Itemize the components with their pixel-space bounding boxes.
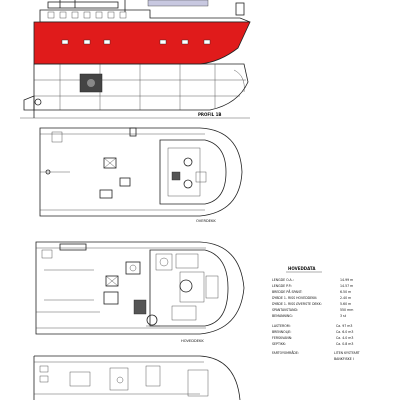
cap-label-hold: LASTEROM: xyxy=(272,324,291,328)
crane-boom xyxy=(147,0,209,7)
hull-lower xyxy=(33,63,249,111)
main-deck-label: HOVEDDEKK xyxy=(181,339,204,343)
superstructure xyxy=(39,9,251,23)
upper-deck-label: OVERDEKK xyxy=(196,219,216,223)
data-value-frame-spacing: 550 mm xyxy=(340,308,353,312)
footer-area-value-2: BANKFISKE I xyxy=(334,357,354,361)
data-label-lpp: LENGDE P.P.: xyxy=(272,284,292,288)
data-label-loa: LENGDE O.A.: xyxy=(272,278,294,282)
footer-area-value-1: LITEN KYSTFART xyxy=(334,351,360,355)
hatch xyxy=(103,157,117,169)
cap-value-fuel: Ca. 6.0 m3 xyxy=(336,330,353,334)
data-label-depth-top: DYBDE 1. RISS ØVERSTE DEKK: xyxy=(272,301,322,306)
cap-label-septic: SEPTIKK: xyxy=(272,342,286,346)
lower-deck-view xyxy=(33,355,241,400)
propeller xyxy=(34,98,42,106)
profile-view: PROFIL 1B xyxy=(20,0,251,119)
upper-deck-outline xyxy=(39,127,243,217)
cap-value-water: Ca. 4.0 m3 xyxy=(336,336,353,340)
data-value-depth-main: 2.40 m xyxy=(340,296,351,300)
profile-view-label: PROFIL 1B xyxy=(198,112,221,117)
data-label-breadth: BREDDE PÅ SPANT: xyxy=(272,289,302,294)
cap-label-fuel: BRENNOLJE: xyxy=(272,330,292,334)
data-label-crew: BEMANNING: xyxy=(272,314,293,318)
data-value-loa: 14.99 m xyxy=(340,278,353,282)
data-label-depth-main: DYBDE 1. RISS HOVEDDEKK: xyxy=(272,296,317,300)
accommodation xyxy=(149,249,229,327)
data-value-crew: 3 st xyxy=(340,314,347,318)
rudder xyxy=(23,95,35,111)
cap-value-septic: Ca. 0.8 m3 xyxy=(336,342,353,346)
data-value-depth-top: 5.60 m xyxy=(340,302,351,306)
winch xyxy=(133,299,147,315)
main-data-title: HOVEDDATA xyxy=(288,266,316,271)
data-value-lpp: 14.57 m xyxy=(340,284,353,288)
footer-area-label: FARTOYOMRÅDE: xyxy=(272,350,299,355)
lower-deck-outline xyxy=(34,355,241,400)
wheelhouse-top xyxy=(47,1,119,9)
data-value-breadth: 6.50 m xyxy=(340,290,351,294)
upper-deck-view: OVERDEKK xyxy=(39,127,243,223)
cap-label-water: FERSKVANN: xyxy=(272,336,292,340)
wheelhouse xyxy=(159,139,227,205)
main-data-table: HOVEDDATA LENGDE O.A.: 14.99 m LENGDE P.… xyxy=(272,266,360,361)
main-deck-outline xyxy=(35,241,245,335)
cap-value-hold: Ca. 97 m3 xyxy=(336,324,352,328)
main-deck-view: HOVEDDEKK xyxy=(35,241,245,343)
data-label-frame-spacing: SPANTAVSTAND: xyxy=(272,308,298,312)
